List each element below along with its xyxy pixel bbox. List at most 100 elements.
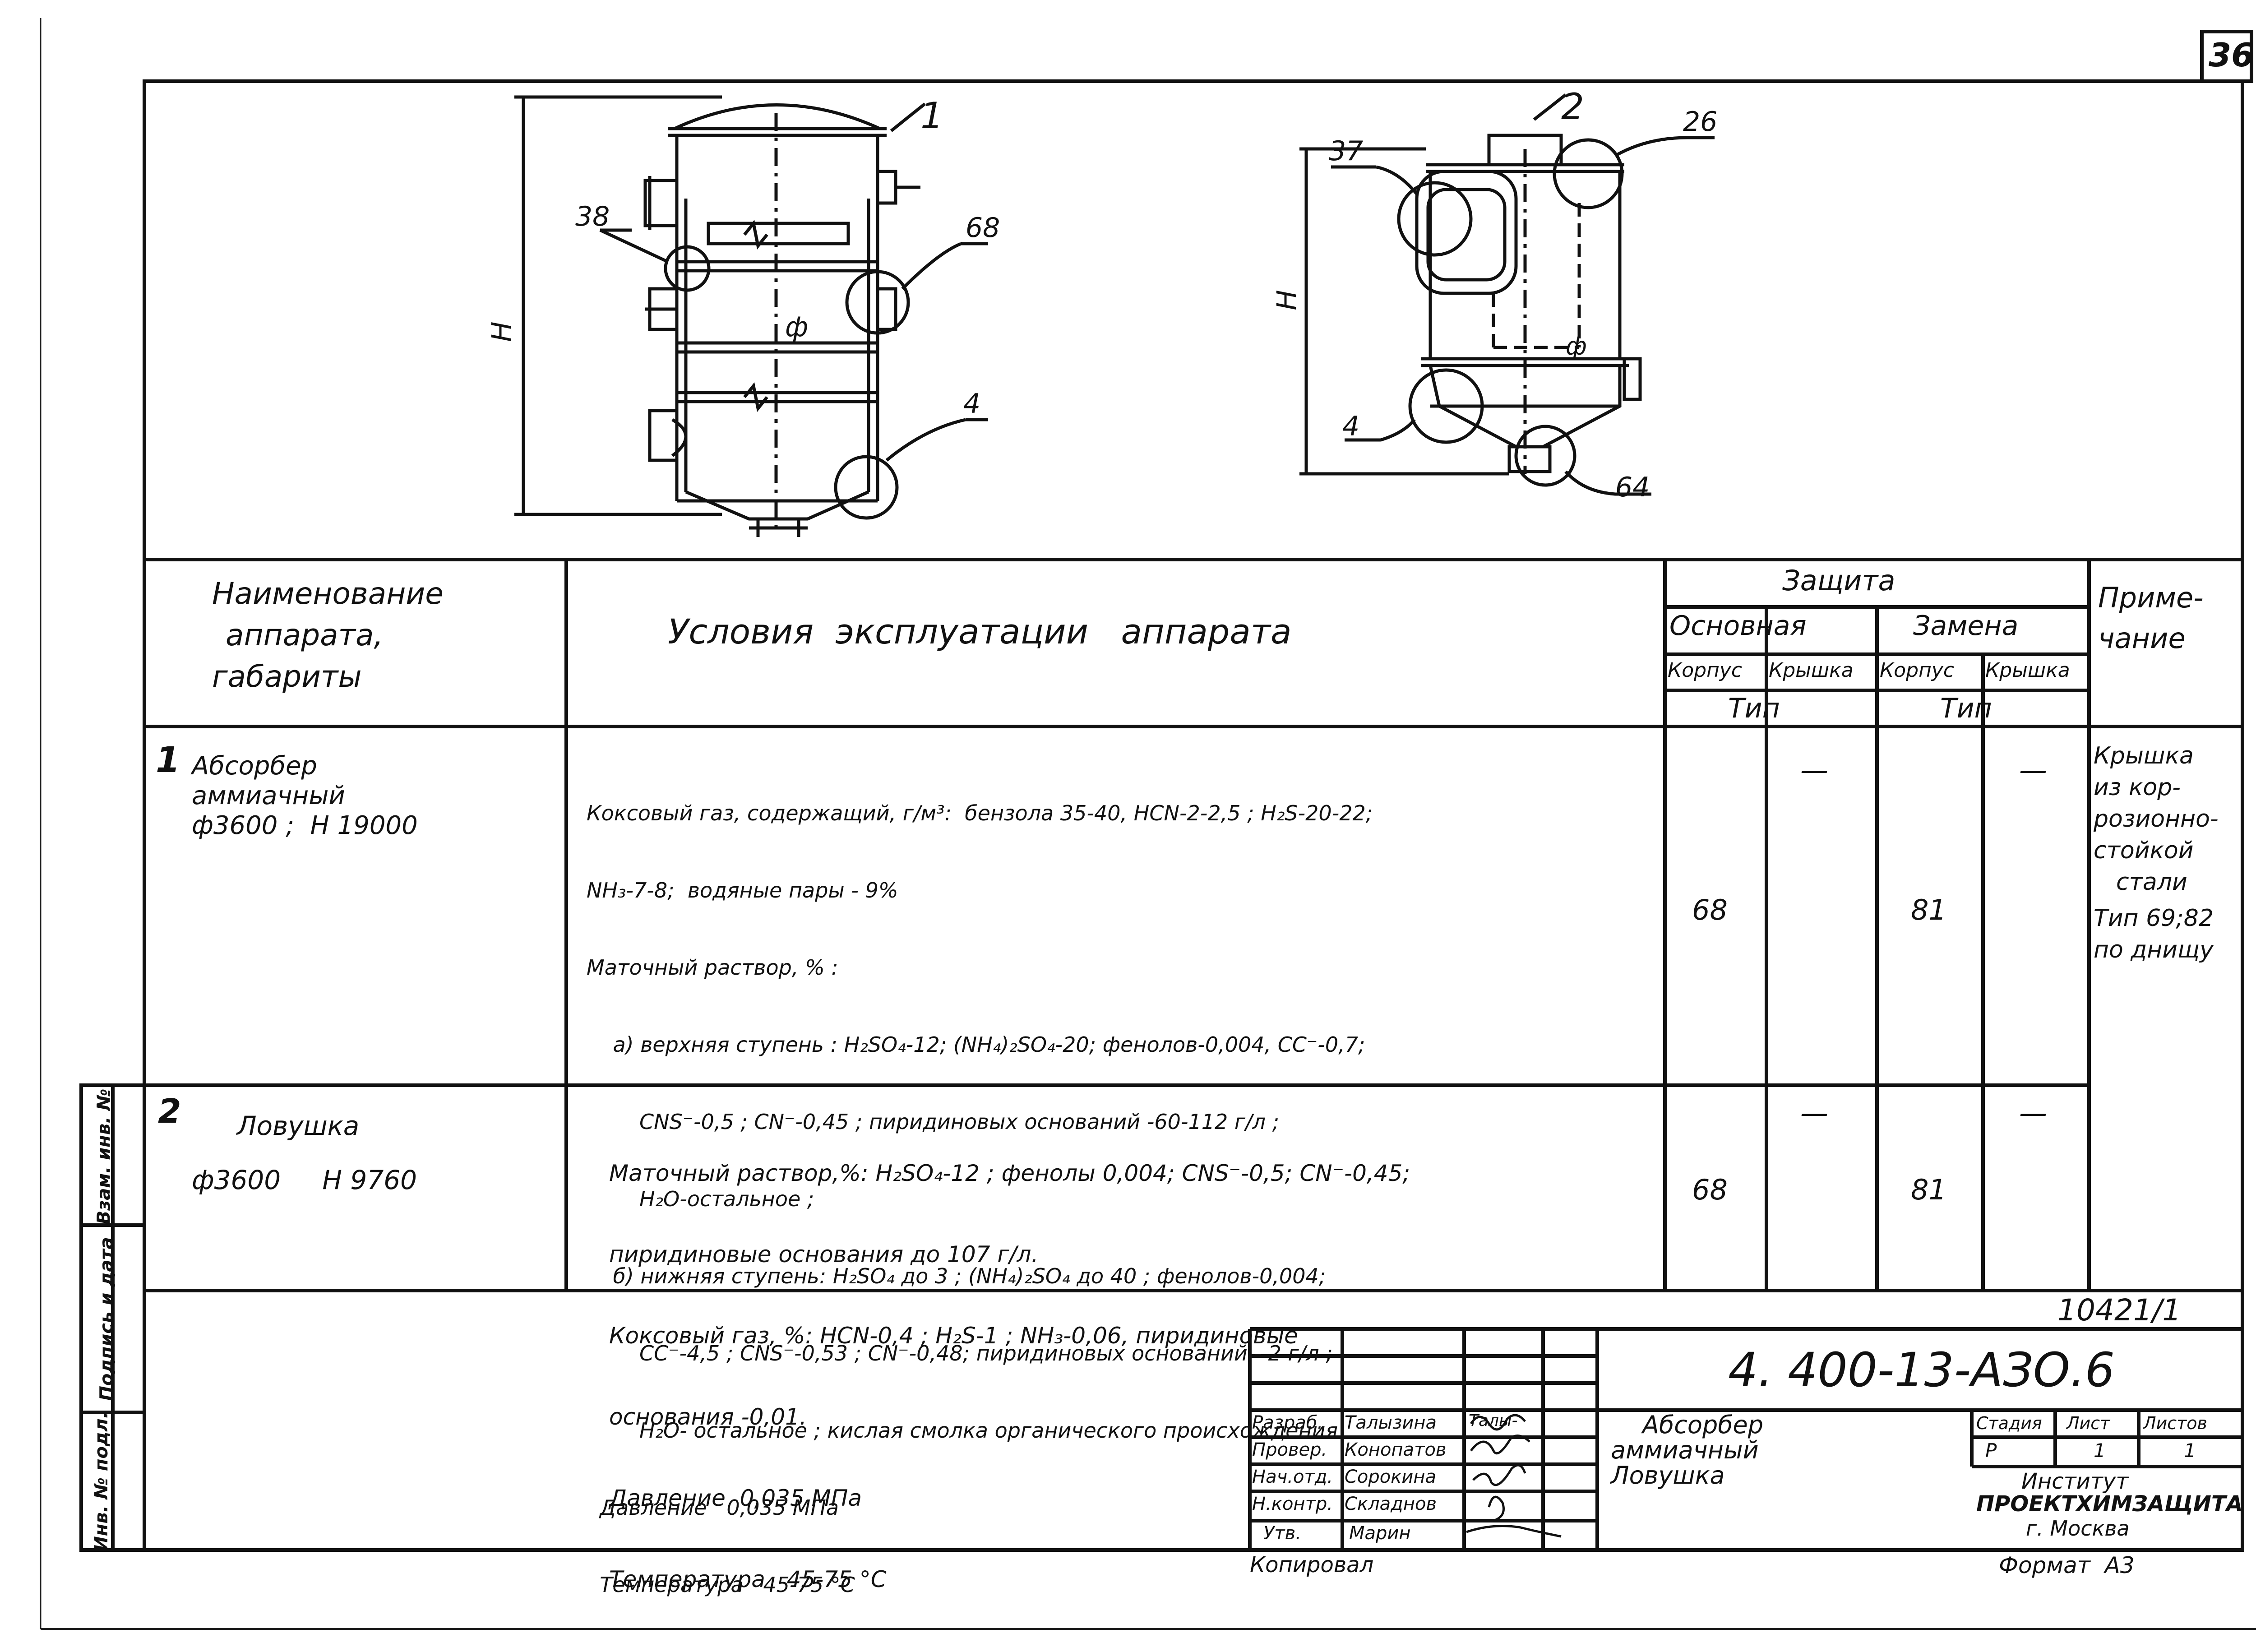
row1-cond-line: б) нижняя ступень: Н₂SO₄ до 3 ; (NH₄)₂SO… (587, 1264, 1326, 1288)
row1-note-line: розионно- (2094, 805, 2219, 833)
name-checker: Конопатов (1345, 1439, 1447, 1460)
stamp-signature-date: Подпись и дата (96, 1237, 117, 1401)
header-main-type: Тип (1728, 693, 1780, 724)
role-checker: Провер. (1252, 1439, 1327, 1460)
row1-note-line: из кор- (2094, 774, 2181, 801)
row1-name-line2: аммиачный (192, 781, 345, 810)
sheet-label: Лист (2066, 1413, 2110, 1433)
header-repl-body: Корпус (1880, 659, 1955, 682)
drawing2-label: 2 (1561, 86, 1584, 128)
callout-38: 38 (575, 201, 610, 232)
title-line1: Абсорбер (1642, 1411, 1764, 1439)
row1-note: Крышка из кор- розионно- стойкой стали Т… (2094, 740, 2219, 966)
header-replacement: Замена (1913, 610, 2019, 642)
header-conditions: Условия эксплуатации аппарата (668, 611, 1292, 652)
role-approved: Утв. (1263, 1523, 1301, 1544)
row1-repl-lid: — (2019, 754, 2047, 787)
callout-4b: 4 (1342, 411, 1360, 442)
title-line2: аммиачный (1611, 1436, 1759, 1464)
role-norm-control: Н.контр. (1252, 1494, 1333, 1514)
header-name-line2: аппарата, (226, 618, 384, 652)
sheet-number-box (2200, 30, 2253, 83)
row1-note-line: Тип 69;82 (2094, 905, 2214, 932)
row1-name-line3: ф3600 ; Н 19000 (192, 811, 418, 840)
sheet-frame (143, 79, 2244, 1552)
header-note: Приме- чание (2098, 578, 2204, 659)
callout-37: 37 (1329, 135, 1364, 167)
row1-cond-line: Н₂О-остальное ; (587, 1187, 814, 1211)
stage-label: Стадия (1976, 1413, 2042, 1433)
name-head-dept: Сорокина (1345, 1467, 1437, 1487)
row2-repl-body: 81 (1911, 1173, 1946, 1206)
header-note-line1: Приме- (2098, 581, 2204, 614)
sheet-value: 1 (2094, 1439, 2106, 1462)
org-city: г. Москва (2026, 1516, 2130, 1541)
designation: 4. 400-13-АЗО.6 (1728, 1342, 2115, 1397)
row1-cond-line: Маточный раствор, % : (587, 955, 838, 980)
drawing2-diameter: ф (1566, 332, 1587, 361)
org-institute: Институт (2021, 1469, 2129, 1494)
row1-name: Абсорбер аммиачный ф3600 ; Н 19000 (192, 751, 418, 841)
name-developer: Талызина (1345, 1412, 1437, 1433)
row2-cond-line: Давление 0,035 МПа (609, 1485, 862, 1511)
row1-cond-line: Температура 45-75 °С (587, 1573, 855, 1597)
row2-cond-line: Температура 45-75 °С (609, 1566, 887, 1592)
role-developer: Разраб. (1252, 1412, 1323, 1433)
row1-cond-line: а) верхняя ступень : Н₂SO₄-12; (NH₄)₂SO₄… (587, 1032, 1365, 1057)
row1-note-line: Крышка (2094, 742, 2194, 769)
copied-label: Копировал (1250, 1552, 1374, 1578)
row2-main-body: 68 (1692, 1173, 1728, 1206)
header-main-body: Корпус (1668, 659, 1743, 682)
row1-number: 1 (156, 740, 180, 781)
row2-cond-line: пиридиновые основания до 107 г/л. (609, 1241, 1039, 1268)
callout-68: 68 (966, 212, 1000, 244)
sign-developer: Талы- (1469, 1411, 1518, 1430)
row2-conditions: Маточный раствор,%: Н₂SO₄-12 ; фенолы 0,… (609, 1106, 1410, 1620)
document-title: Абсорбер аммиачный Ловушка (1611, 1412, 1763, 1488)
absorber-drawing (514, 95, 988, 537)
row2-cond-line: Коксовый газ, %: НСN-0,4 ; Н₂S-1 ; NН₃-0… (609, 1323, 1298, 1349)
row2-main-lid: — (1800, 1097, 1828, 1129)
callout-26: 26 (1683, 106, 1718, 138)
format-label: Формат А3 (1999, 1552, 2135, 1578)
row1-cond-line: Н₂О- остальное ; кислая смолка органичес… (587, 1418, 1338, 1443)
header-repl-lid: Крышка (1985, 659, 2070, 682)
name-norm-control: Складнов (1345, 1494, 1437, 1514)
sheets-value: 1 (2184, 1439, 2196, 1462)
row2-name-line2: ф3600 Н 9760 (192, 1165, 417, 1195)
row2-number: 2 (158, 1092, 181, 1131)
row2-name-line1: Ловушка (237, 1111, 360, 1141)
row2-cond-line: основания -0,01. (609, 1404, 807, 1430)
drawing1-height: H (486, 321, 518, 342)
stamp-inv-original: Инв. № подл. (91, 1411, 112, 1551)
row2-name: Ловушка ф3600 Н 9760 (192, 1099, 417, 1207)
trap-drawing (1299, 93, 1715, 496)
header-note-line2: чание (2098, 622, 2186, 655)
row1-name-line1: Абсорбер (192, 751, 317, 781)
row2-repl-lid: — (2019, 1097, 2047, 1129)
signatures (1466, 1414, 1562, 1538)
header-name: Наименование аппарата, габариты (212, 573, 444, 698)
stage-value: Р (1985, 1439, 1997, 1462)
row1-repl-body: 81 (1911, 893, 1946, 926)
row1-main-lid: — (1800, 754, 1828, 787)
title-line3: Ловушка (1611, 1461, 1725, 1490)
role-head-dept: Нач.отд. (1252, 1467, 1333, 1487)
callout-4: 4 (963, 388, 981, 420)
callout-64: 64 (1615, 472, 1650, 503)
org-name: ПРОЕКТХИМЗАЩИТА (1976, 1491, 2243, 1517)
doc-id: 10421/1 (2057, 1293, 2182, 1328)
header-main-lid: Крышка (1769, 659, 1854, 682)
drawing1-label: 1 (920, 95, 943, 137)
drawing1-diameter: ф (785, 311, 809, 343)
row1-note-line: стали (2116, 869, 2187, 896)
row1-conditions: Коксовый газ, содержащий, г/м³: бензола … (587, 749, 1373, 1624)
row1-cond-line: СС⁻-4,5 ; СNS⁻-0,53 ; СN⁻-0,48; пиридино… (587, 1341, 1333, 1365)
row1-cond-line: NН₃-7-8; водяные пары - 9% (587, 878, 898, 902)
name-approved: Марин (1349, 1523, 1411, 1544)
row2-cond-line: Маточный раствор,%: Н₂SO₄-12 ; фенолы 0,… (609, 1160, 1410, 1186)
header-repl-type: Тип (1940, 693, 1992, 724)
row1-cond-line: СNS⁻-0,5 ; СN⁻-0,45 ; пиридиновых основа… (587, 1110, 1280, 1134)
row1-main-body: 68 (1692, 893, 1728, 926)
